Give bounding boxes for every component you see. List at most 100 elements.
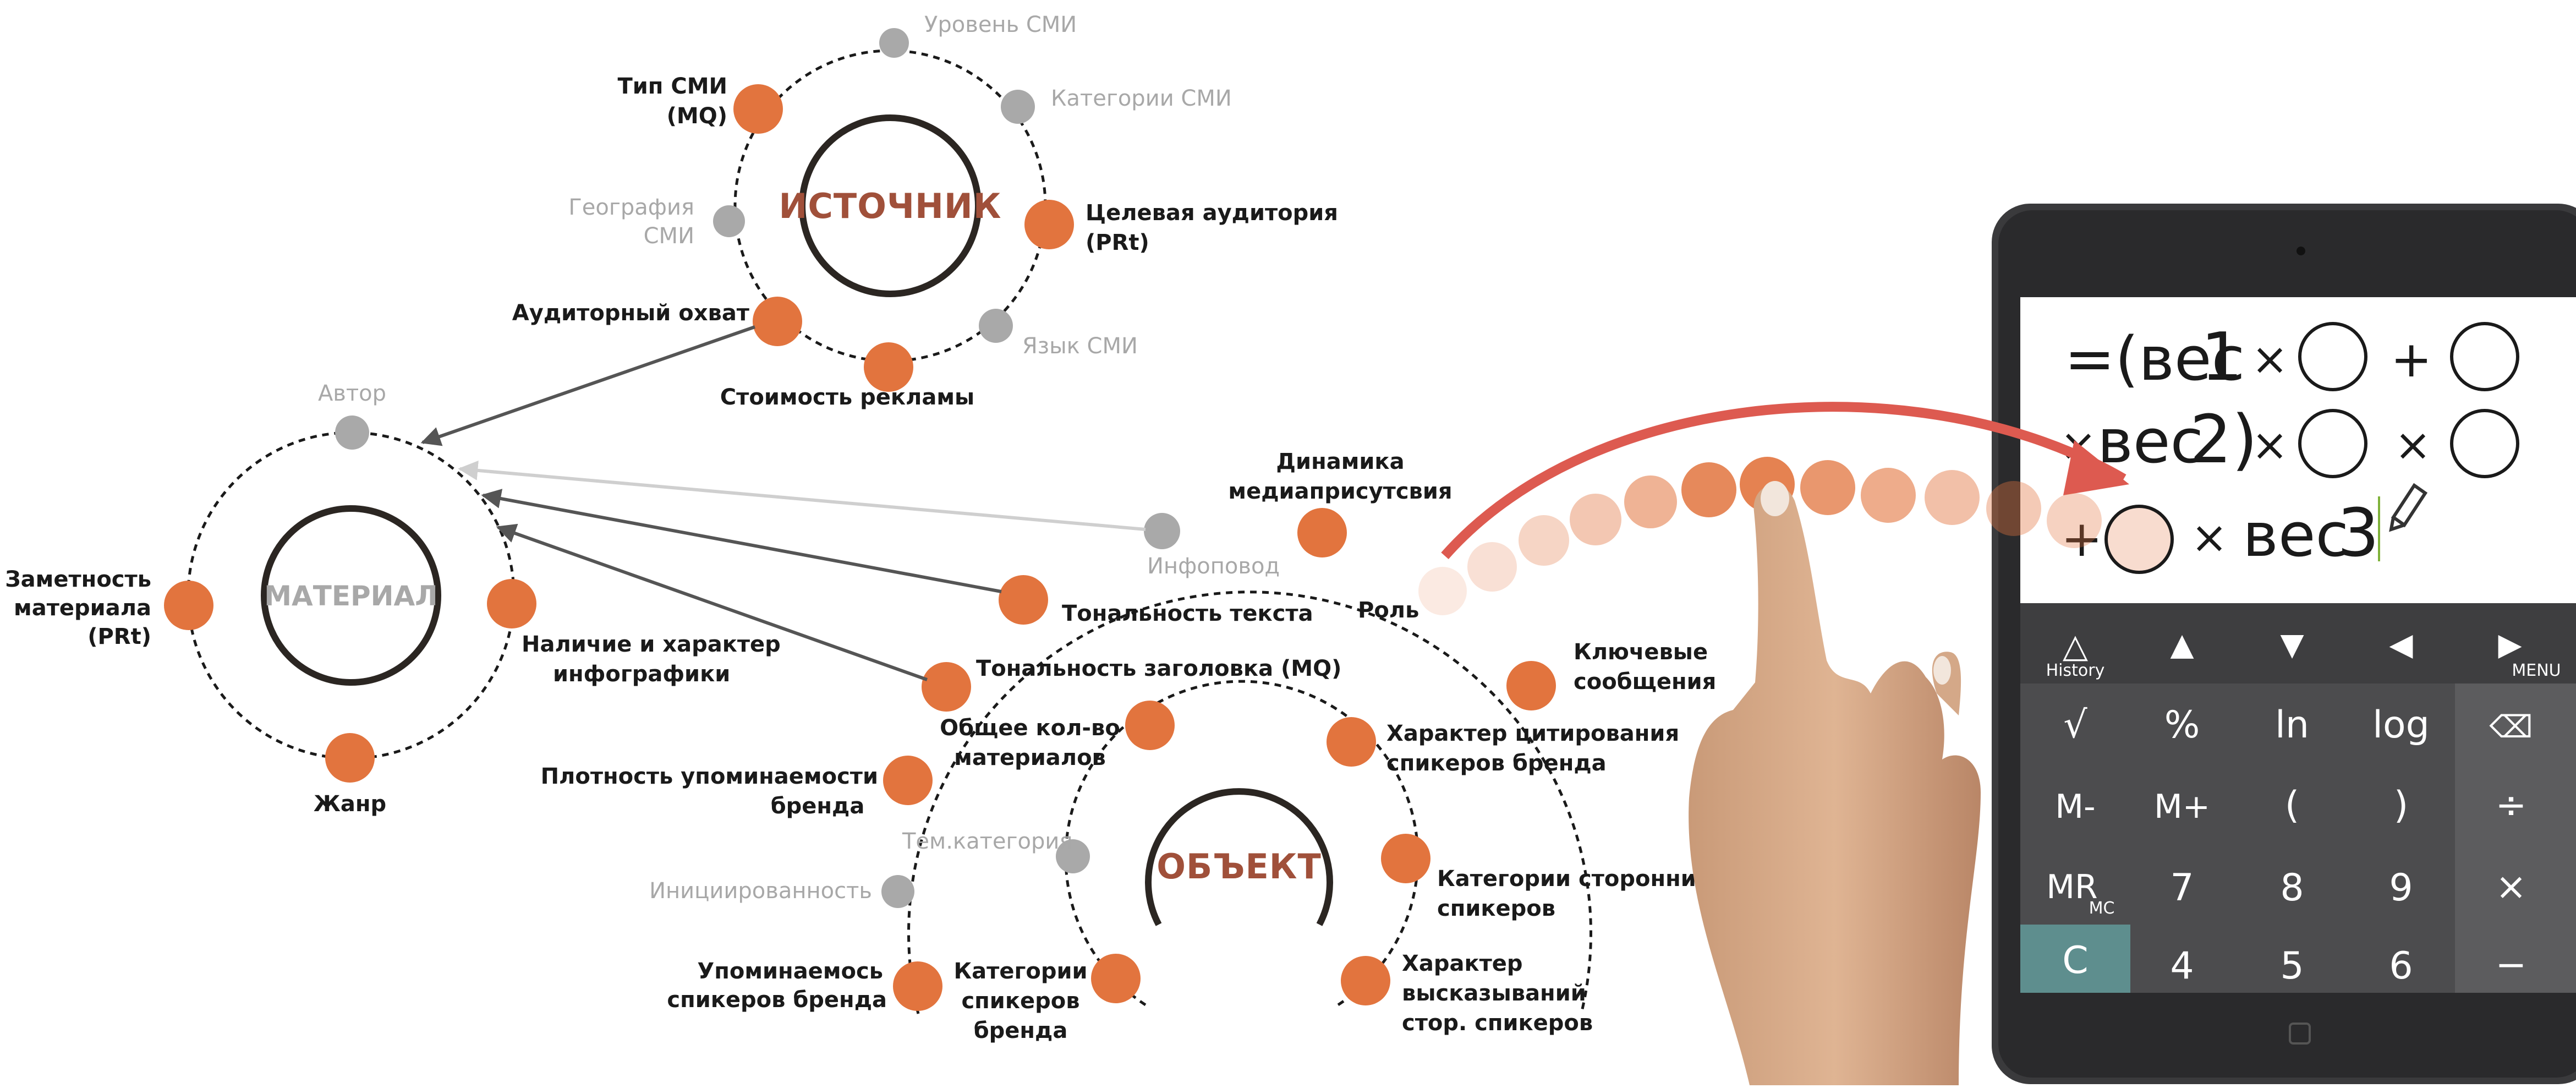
node-visibility [164, 581, 213, 630]
label-third-party-statements-3: стор. спикеров [1402, 1010, 1593, 1036]
label-headline-tonality: Тональность заголовка (MQ) [976, 656, 1341, 681]
history-key-icon[interactable]: △ [2063, 627, 2088, 665]
node-mention-density [883, 756, 933, 805]
backspace-icon[interactable]: ⌫ [2489, 709, 2533, 745]
label-news-hook: Инфоповод [1147, 554, 1280, 579]
relation-arrows [420, 325, 1146, 681]
formula-l2-times-b: × [2251, 419, 2288, 471]
label-mention-density-1: Плотность упоминаемости [541, 764, 878, 789]
arrow-text-tonality-to-material [481, 489, 1002, 593]
node-news-hook [1144, 513, 1180, 549]
node-media-geo [713, 205, 745, 237]
camera-icon [2297, 247, 2305, 255]
material-core [261, 505, 441, 686]
menu-key-label: MENU [2512, 661, 2561, 680]
op-top [2455, 684, 2576, 764]
node-audience-reach [753, 297, 802, 346]
mc-key-label: MC [2089, 899, 2115, 918]
object-core [1145, 788, 1333, 926]
material-title: МАТЕРИАЛ [264, 580, 437, 612]
m-plus-key[interactable]: M+ [2154, 788, 2210, 826]
node-infographics [487, 579, 536, 628]
multiply-key[interactable]: × [2496, 865, 2527, 909]
formula-l3-num: 3 [2337, 495, 2379, 572]
mr-key[interactable]: MR [2046, 868, 2097, 906]
home-button-icon[interactable] [2289, 1023, 2311, 1045]
digit-6-key[interactable]: 6 [2389, 944, 2413, 988]
label-speaker-mentions-1: Упоминаемось [697, 959, 883, 984]
m-minus-key[interactable]: M- [2055, 788, 2095, 826]
fingernail-thumb [1933, 656, 1951, 685]
up-arrow-icon[interactable]: ▲ [2170, 627, 2194, 663]
label-audience-reach: Аудиторный охват [512, 300, 750, 326]
sqrt-key[interactable]: √ [2063, 703, 2087, 747]
node-target-audience [1024, 200, 1074, 249]
label-author: Автор [318, 381, 386, 406]
label-media-categories: Категории СМИ [1051, 86, 1232, 111]
minus-key[interactable]: − [2496, 943, 2527, 987]
down-arrow-icon[interactable]: ▼ [2280, 627, 2304, 663]
label-key-messages-2: сообщения [1574, 669, 1716, 695]
label-third-party-statements-2: высказываний [1402, 981, 1586, 1006]
input-slot-4[interactable] [2450, 409, 2519, 478]
formula-l1-plus: + [2391, 331, 2432, 389]
log-key[interactable]: log [2372, 703, 2430, 747]
left-arrow-icon[interactable]: ◀ [2389, 627, 2413, 663]
node-genre [325, 733, 375, 783]
node-presence-dynamics [1297, 508, 1347, 557]
source-title: ИСТОЧНИК [779, 186, 1002, 226]
close-paren-key[interactable]: ) [2394, 784, 2409, 827]
node-speaker-categories [1091, 954, 1141, 1003]
label-topic-category: Тем.категория [902, 829, 1072, 854]
trail-dot [1570, 494, 1621, 545]
trail-dot [1986, 481, 2041, 536]
label-total-materials-2: материалов [954, 745, 1106, 770]
node-third-party-statements [1341, 956, 1390, 1005]
right-arrow-icon[interactable]: ▶ [2498, 627, 2522, 663]
digit-9-key[interactable]: 9 [2389, 866, 2413, 910]
digit-8-key[interactable]: 8 [2280, 866, 2304, 910]
digit-7-key[interactable]: 7 [2170, 866, 2194, 910]
formula-l1-times: × [2251, 333, 2288, 385]
clear-key[interactable]: C [2062, 939, 2088, 982]
hand-shape [1689, 485, 1981, 1085]
label-initiation: Инициированность [649, 878, 872, 904]
divide-key[interactable]: ÷ [2496, 784, 2527, 827]
label-target-audience-1: Целевая аудитория [1086, 200, 1338, 226]
node-speaker-mentions [893, 961, 942, 1011]
label-infographics-2: инфографики [553, 661, 730, 687]
source-cluster: ИСТОЧНИК Уровень СМИ Тип СМИ (MQ) Катего… [512, 12, 1338, 410]
input-slot-1[interactable] [2298, 322, 2367, 391]
node-media-language [979, 309, 1013, 343]
op-column [2455, 764, 2576, 993]
input-slot-2[interactable] [2450, 322, 2519, 391]
percent-key[interactable]: % [2164, 703, 2200, 747]
input-slot-3[interactable] [2298, 409, 2367, 478]
formula-l2-weight: вес [2097, 406, 2204, 477]
node-author [335, 415, 369, 450]
ln-key[interactable]: ln [2275, 703, 2309, 747]
trail-dot [2047, 493, 2102, 548]
label-media-geo-2: СМИ [644, 223, 694, 249]
label-visibility-3: (PRt) [87, 624, 151, 649]
formula-l1-weight: =(вес [2064, 324, 2245, 394]
pencil-icon[interactable] [2389, 483, 2428, 532]
drag-arrowhead-icon [2063, 440, 2129, 495]
trail-dot [1800, 460, 1855, 515]
node-third-party-categories [1381, 834, 1430, 883]
label-genre: Жанр [314, 791, 386, 817]
drag-trail [1418, 402, 2129, 615]
digit-5-key[interactable]: 5 [2280, 944, 2304, 988]
label-role: Роль [1358, 598, 1419, 623]
open-paren-key[interactable]: ( [2285, 784, 2300, 827]
history-key-label: History [2046, 661, 2105, 680]
node-headline-tonality [922, 662, 971, 712]
digit-4-key[interactable]: 4 [2170, 944, 2194, 988]
label-media-language: Язык СМИ [1022, 333, 1138, 359]
node-media-categories [1001, 90, 1035, 124]
trail-dot [1681, 462, 1736, 517]
label-visibility-1: Заметность [5, 567, 151, 592]
input-slot-5-active[interactable] [2104, 505, 2174, 574]
object-middle-ring [1064, 680, 1419, 1007]
trail-dot [1925, 470, 1980, 525]
